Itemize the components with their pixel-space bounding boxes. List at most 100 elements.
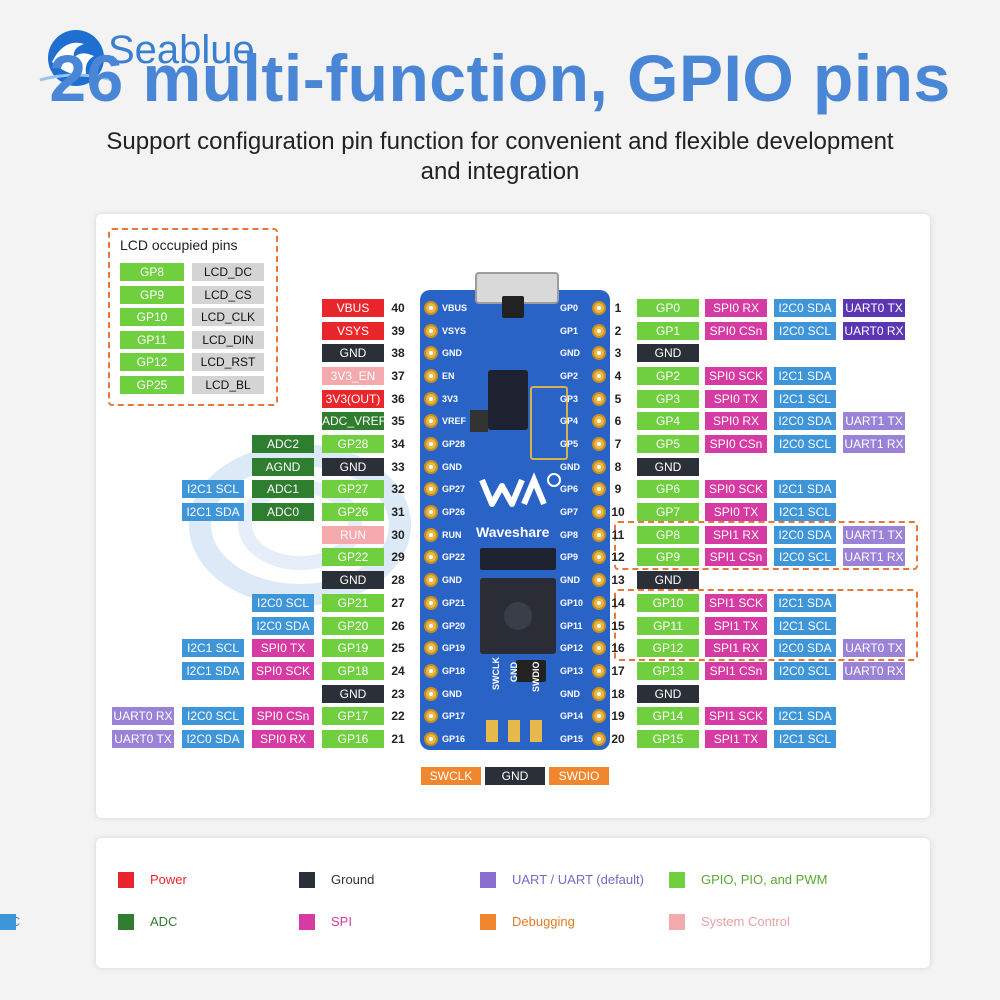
pin-pad — [424, 686, 438, 701]
debug-pad — [486, 720, 498, 742]
pin-number: 20 — [611, 731, 625, 746]
pin-function-label: GND — [322, 571, 384, 590]
board-pin-label: GP1 — [560, 325, 579, 336]
legend-swatch — [118, 914, 134, 930]
pin-number: 13 — [611, 573, 625, 588]
pin-function-label: SPI1 CSn — [705, 548, 767, 567]
legend-swatch — [299, 872, 315, 888]
pin-function-label: GP26 — [322, 503, 384, 522]
pin-number: 14 — [611, 595, 625, 610]
pin-function-label: I2C0 SDA — [774, 525, 836, 544]
board-pin-label: GND — [442, 461, 462, 472]
board-brand-label: Waveshare — [476, 524, 550, 540]
legend-panel — [96, 838, 930, 968]
board-pin-label: GP13 — [560, 665, 584, 676]
pin-pad — [424, 414, 438, 429]
pin-pad — [592, 505, 606, 520]
pin-function-label: SPI1 TX — [705, 616, 767, 635]
pin-function-label: SPI1 SCK — [705, 593, 767, 612]
pin-pad — [424, 550, 438, 565]
pin-pad — [424, 527, 438, 542]
pin-function-label: I2C0 SCL — [774, 548, 836, 567]
lcd-gpio-label: GP9 — [120, 285, 184, 304]
legend-label: System Control — [701, 914, 790, 929]
board-pin-label: GND — [442, 575, 462, 586]
legend-swatch — [669, 914, 685, 930]
pin-function-label: SPI0 SCK — [705, 367, 767, 386]
pin-function-label: I2C0 SDA — [774, 412, 836, 431]
pin-function-label: ADC0 — [252, 503, 314, 522]
waveshare-logo-icon — [479, 472, 561, 507]
pin-function-label: I2C1 SDA — [774, 480, 836, 499]
lcd-gpio-label: GP11 — [120, 330, 184, 349]
board-pin-label: GP4 — [560, 416, 579, 427]
board-pin-label: GP3 — [560, 393, 579, 404]
pin-function-label: GP5 — [637, 435, 699, 454]
page-title: 26 multi-function, GPIO pins — [49, 41, 951, 115]
pin-function-label: GP7 — [637, 503, 699, 522]
pin-function-label: ADC1 — [252, 480, 314, 499]
pin-function-label: I2C1 SDA — [774, 593, 836, 612]
pin-function-label: I2C1 SCL — [774, 389, 836, 408]
pin-function-label: UART0 TX — [843, 299, 905, 317]
pin-pad — [592, 573, 606, 588]
subtitle-line-2: and integration — [420, 158, 580, 185]
pin-function-label: GP3 — [637, 389, 699, 408]
lcd-gpio-label: GP8 — [120, 263, 184, 281]
pin-number: 9 — [614, 482, 622, 497]
pin-function-label: GP9 — [637, 548, 699, 567]
pin-pad — [424, 323, 438, 338]
pin-function-label: UART1 RX — [843, 435, 905, 454]
legend-swatch — [0, 914, 16, 930]
pin-number: 29 — [391, 550, 405, 565]
pin-function-label: UART0 RX — [843, 661, 905, 680]
pin-function-label: GND — [322, 457, 384, 476]
raspberry-icon — [504, 602, 532, 630]
pin-function-label: GND — [637, 571, 699, 590]
pin-pad — [592, 301, 606, 315]
legend-label: I2C — [0, 914, 21, 929]
pin-number: 27 — [391, 595, 405, 610]
pin-function-label: I2C1 SCL — [182, 480, 244, 499]
board-pad-swclk: SWCLK — [491, 657, 501, 690]
pin-function-label: I2C0 SCL — [252, 593, 314, 612]
pin-function-label: GND — [322, 684, 384, 703]
board-pin-label: GP22 — [442, 552, 466, 563]
pin-number: 36 — [391, 391, 405, 406]
pin-function-label: UART0 TX — [112, 729, 174, 748]
pin-number: 25 — [391, 641, 405, 656]
board-pin-label: GP7 — [560, 507, 579, 518]
legend-swatch — [669, 872, 685, 888]
button-component — [502, 296, 524, 318]
legend-label: ADC — [150, 914, 178, 929]
pin-function-label: GP15 — [637, 729, 699, 748]
pin-function-label: GP16 — [322, 729, 384, 748]
board-pin-label: GP20 — [442, 620, 466, 631]
pin-pad — [592, 550, 606, 565]
pico-board: Waveshare SWCLK GND SWDIO — [420, 272, 610, 750]
pin-function-label: I2C0 SDA — [774, 299, 836, 317]
lcd-function-label: LCD_CS — [192, 285, 264, 304]
logo-text: Seablue — [108, 28, 255, 72]
pin-pad — [424, 595, 438, 610]
pin-function-label: GP20 — [322, 616, 384, 635]
pin-function-label: SPI0 TX — [252, 639, 314, 658]
pin-number: 21 — [391, 731, 405, 746]
pin-function-label: VSYS — [322, 321, 384, 340]
subtitle-line-1: Support configuration pin function for c… — [106, 128, 894, 155]
legend-swatch — [480, 872, 496, 888]
pin-function-label: I2C1 SDA — [774, 707, 836, 726]
pin-pad — [424, 731, 438, 746]
pin-function-label: UART1 TX — [843, 525, 905, 544]
pin-pad — [424, 573, 438, 588]
pin-function-label: I2C1 SCL — [774, 616, 836, 635]
pin-function-label: SPI0 CSn — [705, 321, 767, 340]
pin-function-label: GND — [637, 457, 699, 476]
board-pin-label: GP18 — [442, 665, 466, 676]
debug-pad — [530, 720, 542, 742]
lcd-box-title: LCD occupied pins — [120, 237, 238, 253]
debug-label: SWCLK — [421, 767, 481, 785]
pin-pad — [424, 369, 438, 384]
pin-number: 8 — [614, 459, 622, 474]
pin-number: 11 — [611, 527, 625, 542]
